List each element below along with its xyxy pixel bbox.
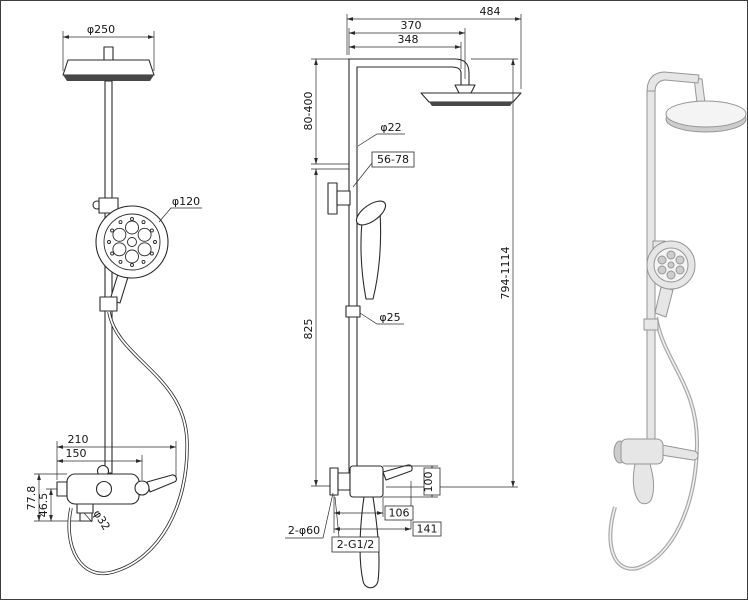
front-spout-diameter-label: φ32 (90, 508, 112, 533)
side-valve-height-label: 100 (422, 472, 435, 493)
side-dim-riser-diameter: φ22 (357, 121, 405, 147)
side-slider-diameter-label: φ25 (379, 311, 400, 324)
side-mixer-handle (382, 464, 413, 481)
render-mixer-handle (660, 444, 699, 461)
render-spout (632, 463, 654, 505)
front-valve-width-overall-label: 210 (68, 433, 89, 446)
side-riser-and-arm (348, 58, 476, 490)
side-dim-valve-depths: 106 141 (333, 481, 442, 537)
front-valve-width-body-label: 150 (66, 447, 87, 460)
side-dim-upper-riser-range: 80-400 (302, 58, 349, 165)
perspective-view (608, 71, 747, 571)
front-hand-shower-nozzles (107, 217, 157, 267)
front-dim-hand-shower-diameter: φ120 (158, 195, 202, 223)
front-mixer-handle (146, 474, 177, 493)
front-valve-height-overall-label: 77.8 (25, 486, 38, 511)
render-hose (608, 316, 700, 571)
front-valve-height-lower-label: 46.5 (37, 493, 50, 518)
side-overall-height-label: 794-1114 (499, 247, 512, 300)
side-head-ball-joint (454, 84, 476, 94)
front-shower-hose (67, 311, 189, 576)
side-label-wall-flange: 2-φ60 (285, 492, 334, 539)
render-mixer-body (620, 438, 664, 465)
side-dim-overall-width: 484 (346, 5, 522, 89)
side-dim-arm-reach-inner: 348 (348, 33, 462, 69)
side-dim-overall-height: 794-1114 (386, 58, 518, 488)
side-valve-depth-inner-label: 106 (389, 507, 410, 520)
side-dim-arm-reach-center: 370 (348, 19, 466, 79)
render-hand-shower (646, 240, 696, 318)
side-dim-bracket-range: 56-78 (352, 151, 415, 188)
side-view: 484 370 348 80-400 φ22 56-78 (285, 5, 522, 589)
side-dim-valve-height: 100 (383, 465, 441, 498)
side-arm-reach-center-label: 370 (401, 19, 422, 32)
side-mixer-body (349, 465, 384, 498)
side-label-inlet-thread: 2-G1/2 (331, 496, 380, 553)
front-hand-shower-diameter-label: φ120 (172, 195, 200, 208)
side-bracket-range-label: 56-78 (377, 153, 409, 166)
render-head-top (665, 100, 747, 128)
side-lower-riser-label: 825 (302, 319, 315, 340)
side-upper-riser-range-label: 80-400 (302, 92, 315, 131)
front-hand-shower (95, 205, 169, 312)
side-dim-slider-diameter: φ25 (359, 311, 404, 325)
front-mixer-spout (76, 503, 94, 514)
front-head-diameter-label: φ250 (87, 23, 115, 36)
side-riser-diameter-label: φ22 (380, 121, 401, 134)
side-dim-lower-riser: 825 (302, 168, 349, 487)
side-inlet-thread-label: 2-G1/2 (337, 538, 375, 551)
front-dim-head-diameter: φ250 (62, 23, 155, 71)
front-dim-valve-heights: 77.8 46.5 (25, 473, 80, 522)
front-shower-head (62, 46, 155, 81)
front-hand-shower-bracket (92, 197, 119, 214)
front-mixer-valve (56, 464, 177, 522)
side-hand-shower (355, 200, 387, 300)
side-shower-head (420, 92, 522, 106)
side-mixer-valve (329, 464, 413, 589)
side-overall-width-label: 484 (480, 5, 501, 18)
front-slider-clamp (99, 296, 118, 312)
side-wall-bracket (327, 182, 351, 215)
render-mixer-valve (613, 438, 699, 505)
side-arm-reach-inner-label: 348 (398, 33, 419, 46)
side-wall-flange-label: 2-φ60 (288, 524, 320, 537)
side-slider-clamp (345, 305, 361, 318)
render-top-arm (646, 71, 700, 93)
side-valve-depth-outer-label: 141 (417, 523, 438, 536)
front-dim-valve-widths: 210 150 (56, 433, 177, 480)
front-riser-pipe (104, 80, 113, 474)
front-view: φ250 210 150 77.8 46.5 (25, 23, 202, 576)
render-slider-clamp (643, 318, 659, 331)
